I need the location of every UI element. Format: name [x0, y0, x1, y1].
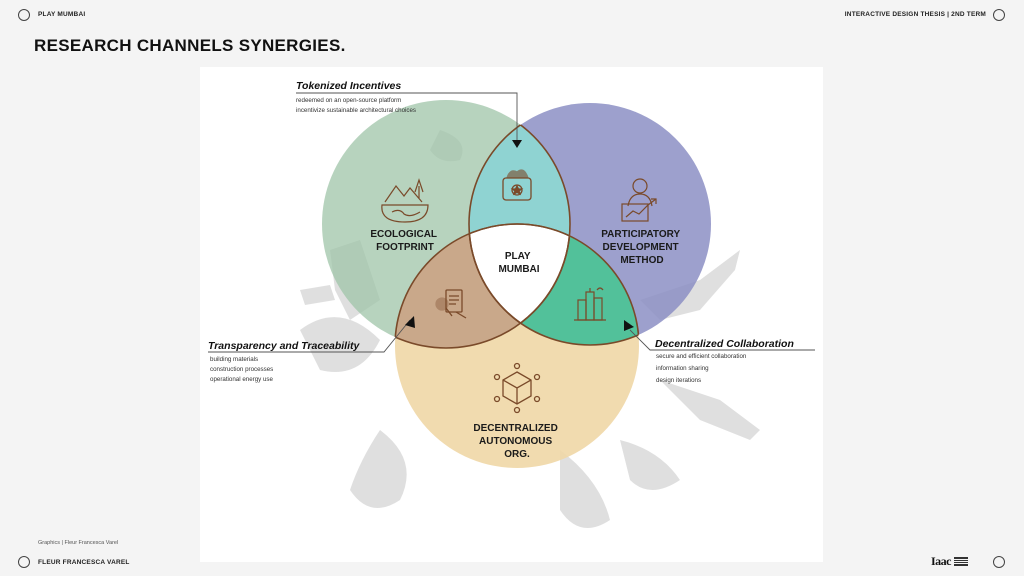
callout-tokenized-title: Tokenized Incentives: [296, 80, 401, 92]
footer-author: FLEUR FRANCESCA VAREL: [38, 559, 130, 566]
arrow-collaboration: [624, 320, 634, 331]
leader-tokenized: [296, 92, 518, 141]
intersection-collaboration: [469, 224, 639, 345]
label-center: PLAY MUMBAI: [498, 251, 539, 275]
logo-text: Iaac: [931, 554, 952, 568]
callout-transparency-desc: building materials construction processe…: [210, 356, 275, 383]
callout-transparency-title: Transparency and Traceability: [208, 340, 361, 352]
callout-collaboration-title: Decentralized Collaboration: [655, 338, 794, 350]
logo-lines: [954, 557, 968, 566]
mountain-globe-icon: [381, 178, 429, 223]
label-dao: DECENTRALIZED AUTONOMOUS ORG.: [473, 423, 560, 460]
callout-tokenized-desc: redeemed on an open-source platform ince…: [296, 97, 416, 114]
label-ecological: ECOLOGICAL FOOTPRINT: [370, 229, 439, 253]
callout-collaboration-desc: secure and efficient collaboration infor…: [656, 353, 748, 384]
corner-circle-top-right: [993, 9, 1005, 21]
corner-circle-bottom-right: [993, 556, 1005, 568]
leader-collaboration: [629, 329, 815, 351]
magnifier-document-icon: [435, 289, 467, 319]
label-participatory: PARTICIPATORY DEVELOPMENT METHOD: [601, 229, 683, 266]
graphics-credit: Graphics | Fleur Francesca Varel: [38, 540, 119, 546]
cube-network-icon: [493, 362, 541, 414]
corner-circle-bottom-left: [18, 556, 30, 568]
arrow-transparency: [405, 316, 415, 328]
page-title: RESEARCH CHANNELS SYNERGIES.: [34, 36, 346, 55]
arrow-tokenized: [512, 140, 522, 148]
corner-circle-top-left: [18, 9, 30, 21]
buildings-icon: [574, 287, 606, 321]
token-wallet-icon: [502, 169, 532, 201]
iaac-logo: Iaac: [931, 554, 968, 569]
person-chart-icon: [621, 178, 657, 222]
header-right-label: INTERACTIVE DESIGN THESIS | 2ND TERM: [844, 11, 986, 18]
leader-transparency: [208, 319, 411, 353]
header-left-label: PLAY MUMBAI: [38, 11, 86, 18]
